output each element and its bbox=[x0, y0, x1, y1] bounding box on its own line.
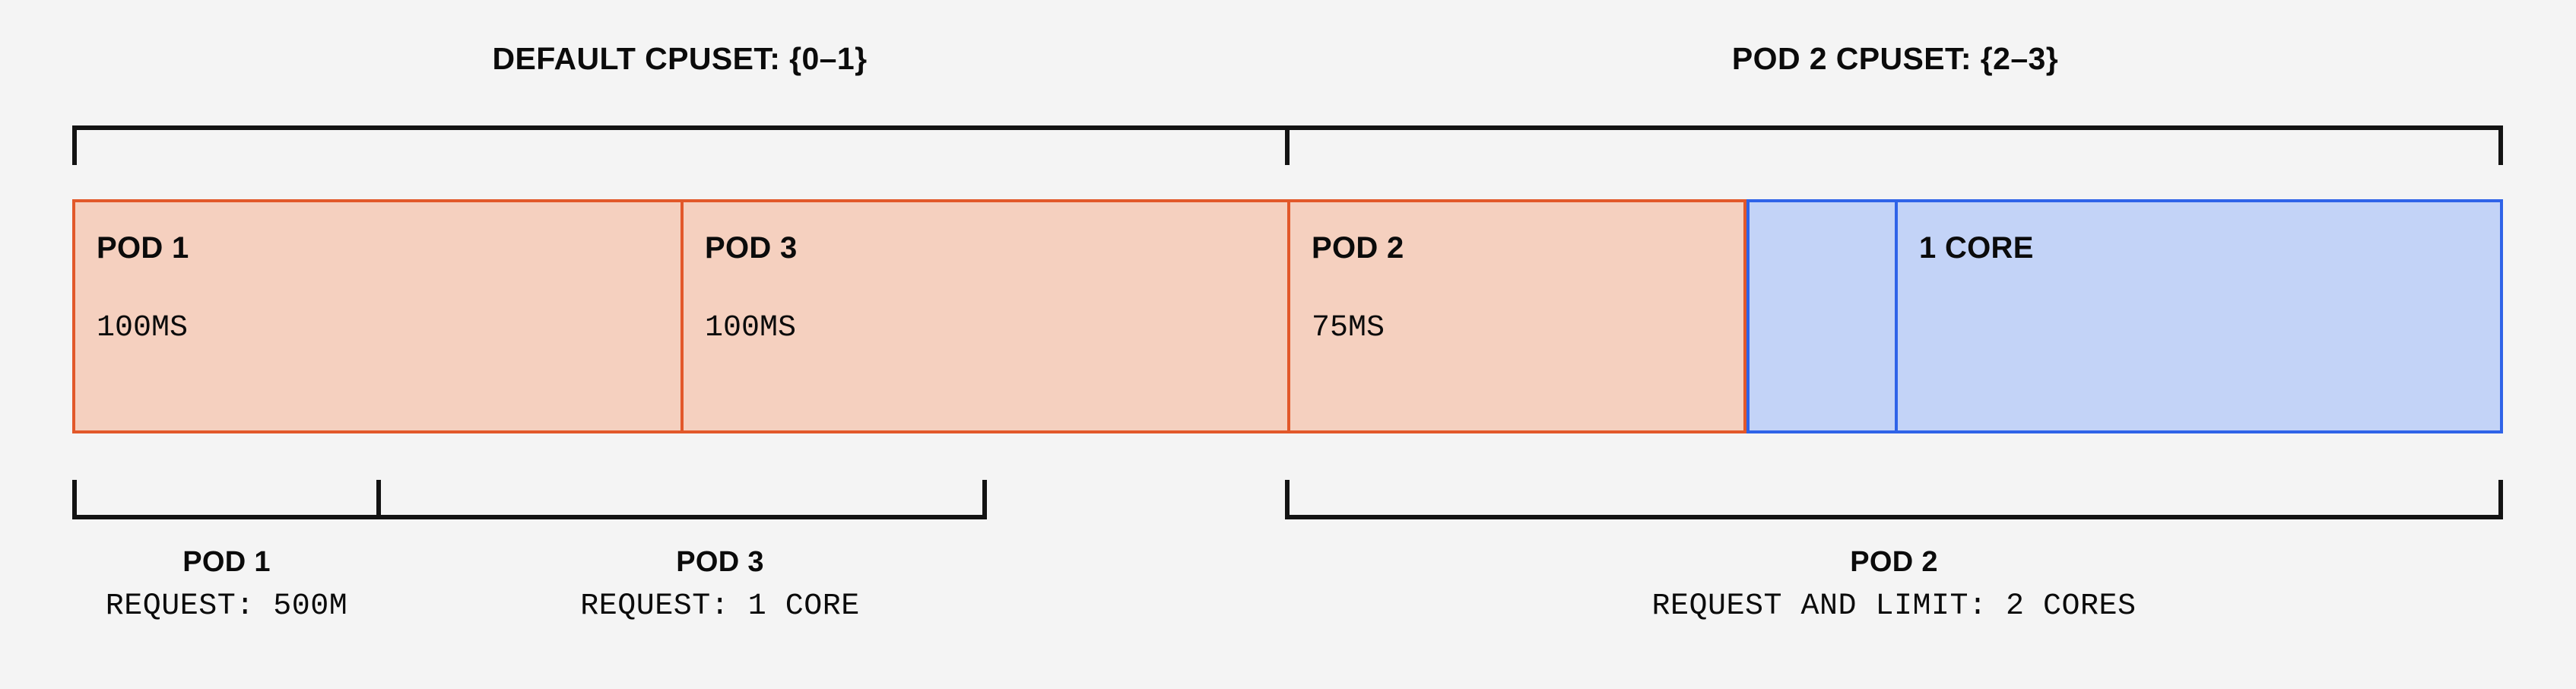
bracket-bar bbox=[1285, 125, 2503, 130]
bracket-tick-left bbox=[1285, 480, 1290, 519]
bracket-tick-right bbox=[2498, 125, 2503, 165]
bar-segment-one-core[interactable]: 1 CORE bbox=[1898, 199, 2503, 433]
caption-description: REQUEST AND LIMIT: 2 CORES bbox=[1651, 589, 2137, 624]
bracket-tick-middle bbox=[376, 480, 381, 519]
bracket-tick-left bbox=[72, 480, 77, 519]
bar-segment-pod-1[interactable]: POD 1 100MS bbox=[72, 199, 684, 433]
cpuset-title-pod2: POD 2 CPUSET: {2–3} bbox=[1731, 41, 2059, 76]
bar-segment-value: 100MS bbox=[97, 311, 189, 345]
bar-segment-label: POD 1 bbox=[97, 231, 189, 265]
caption-pod-3: POD 3 REQUEST: 1 CORE bbox=[453, 548, 987, 622]
bar-segment-label: POD 2 bbox=[1312, 231, 1404, 265]
caption-name: POD 1 bbox=[182, 546, 271, 578]
bracket-top-default-cpuset bbox=[72, 125, 1290, 165]
bracket-bar bbox=[72, 515, 987, 519]
caption-description: REQUEST: 500M bbox=[105, 589, 348, 624]
caption-name: POD 3 bbox=[676, 546, 764, 578]
bar-segment-pod-2[interactable]: POD 2 75MS bbox=[1290, 199, 1746, 433]
bar-segment-value: 100MS bbox=[705, 311, 797, 345]
bar-segment-value: 75MS bbox=[1312, 311, 1385, 345]
bar-segment-label: POD 3 bbox=[705, 231, 798, 265]
caption-pod-1: POD 1 REQUEST: 500M bbox=[0, 548, 453, 622]
bracket-tick-left bbox=[1285, 125, 1290, 165]
caption-name: POD 2 bbox=[1850, 546, 1938, 578]
bracket-bottom-pod2 bbox=[1285, 480, 2503, 519]
caption-pod-2: POD 2 REQUEST AND LIMIT: 2 CORES bbox=[1285, 548, 2503, 622]
bar-segment-pod-3[interactable]: POD 3 100MS bbox=[684, 199, 1290, 433]
bar-segment-idle-core[interactable] bbox=[1746, 199, 1898, 433]
bracket-tick-right bbox=[2498, 480, 2503, 519]
bracket-tick-left bbox=[72, 125, 77, 165]
bracket-top-pod2-cpuset bbox=[1285, 125, 2503, 165]
bracket-tick-right bbox=[982, 480, 987, 519]
bracket-bottom-default-cpuset bbox=[72, 480, 987, 519]
caption-description: REQUEST: 1 CORE bbox=[580, 589, 860, 624]
bracket-bar bbox=[1285, 515, 2503, 519]
bar-segment-label: 1 CORE bbox=[1919, 231, 2034, 265]
cpuset-title-default: DEFAULT CPUSET: {0–1} bbox=[492, 41, 868, 76]
bracket-bar bbox=[72, 125, 1290, 130]
cpu-bar: POD 1 100MS POD 3 100MS POD 2 75MS 1 COR… bbox=[72, 199, 2503, 433]
